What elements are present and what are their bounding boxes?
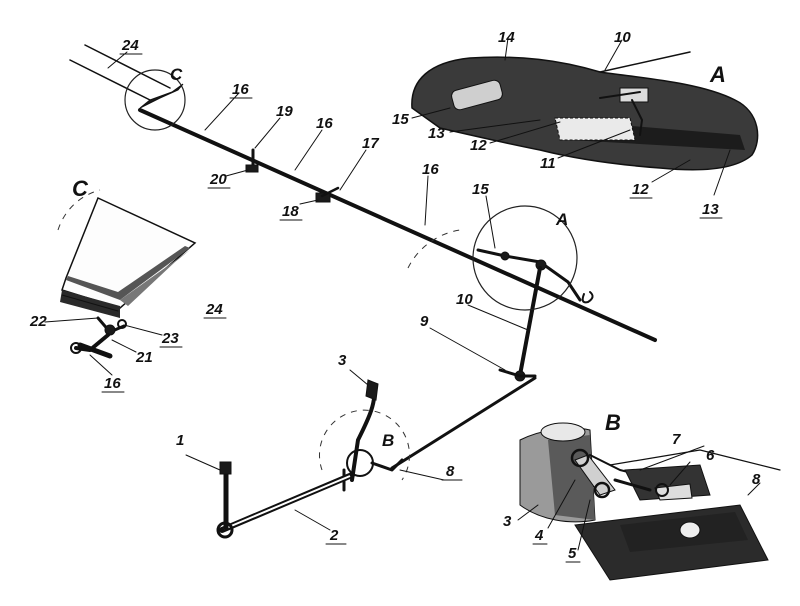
callout-labels: 24 16 19 16 20 17 18 16 15 10 9 3 1 2 8 …	[29, 29, 761, 562]
callout-9: 9	[420, 313, 429, 330]
letter-b-circle: B	[382, 431, 394, 450]
callout-12-b: 12	[632, 181, 649, 198]
rod-upper-guide	[69, 59, 151, 101]
support-18	[315, 186, 340, 203]
lever-1	[219, 461, 232, 531]
callout-11: 11	[540, 155, 556, 172]
detail-a-housing	[411, 56, 759, 171]
rod-16	[138, 108, 657, 342]
callout-3-main: 3	[338, 352, 347, 369]
callout-10-main: 10	[456, 291, 473, 308]
main-linkage	[69, 44, 657, 539]
detail-a-view	[411, 51, 759, 171]
callout-12-a: 12	[470, 137, 487, 154]
callout-1: 1	[176, 432, 184, 449]
detail-b-view	[519, 422, 781, 581]
callout-8-b: 8	[752, 471, 761, 488]
callout-23: 23	[161, 330, 179, 347]
callout-16-b: 16	[316, 115, 333, 132]
detail-c-small	[139, 83, 184, 109]
letter-a-main: A	[709, 62, 726, 87]
letter-a-circle: A	[555, 210, 568, 229]
letter-c-circle: C	[170, 65, 183, 84]
rod-8	[390, 376, 537, 470]
letter-b-main: B	[605, 410, 621, 435]
detail-circle-a	[472, 205, 578, 311]
callout-6: 6	[706, 447, 715, 464]
leader-lines	[44, 37, 761, 551]
detail-c-view	[60, 196, 197, 359]
callout-17: 17	[362, 135, 379, 152]
callout-13-b: 13	[702, 201, 719, 218]
callout-19: 19	[276, 103, 293, 120]
callout-20: 20	[209, 171, 227, 188]
callout-7: 7	[672, 431, 681, 448]
callout-21: 21	[135, 349, 153, 366]
callout-14: 14	[498, 29, 515, 46]
callout-2: 2	[329, 527, 339, 544]
callout-13-a: 13	[428, 125, 445, 142]
detail-circle-c	[124, 69, 186, 131]
detail-circle-b	[319, 409, 410, 481]
callout-5: 5	[568, 545, 577, 562]
rod-upper-guide-2	[84, 44, 171, 89]
callout-15-a: 15	[392, 111, 409, 128]
bellcrank-a	[476, 248, 594, 304]
callout-16-a: 16	[232, 81, 249, 98]
callout-16-c: 16	[422, 161, 439, 178]
letter-c-main: C	[72, 176, 89, 201]
callout-15-main: 15	[472, 181, 489, 198]
detail-c-linkage	[70, 316, 127, 359]
callout-18: 18	[282, 203, 299, 220]
callout-4: 4	[534, 527, 544, 544]
callout-3-b: 3	[503, 513, 512, 530]
support-20	[245, 148, 259, 173]
callout-10-a: 10	[614, 29, 631, 46]
callout-22: 22	[29, 313, 47, 330]
callout-16-d: 16	[104, 375, 121, 392]
rod-10	[518, 266, 542, 377]
callout-24-top: 24	[121, 37, 139, 54]
callout-8-main: 8	[446, 463, 455, 480]
callout-24-c: 24	[205, 301, 223, 318]
callout-underlines	[101, 53, 723, 563]
